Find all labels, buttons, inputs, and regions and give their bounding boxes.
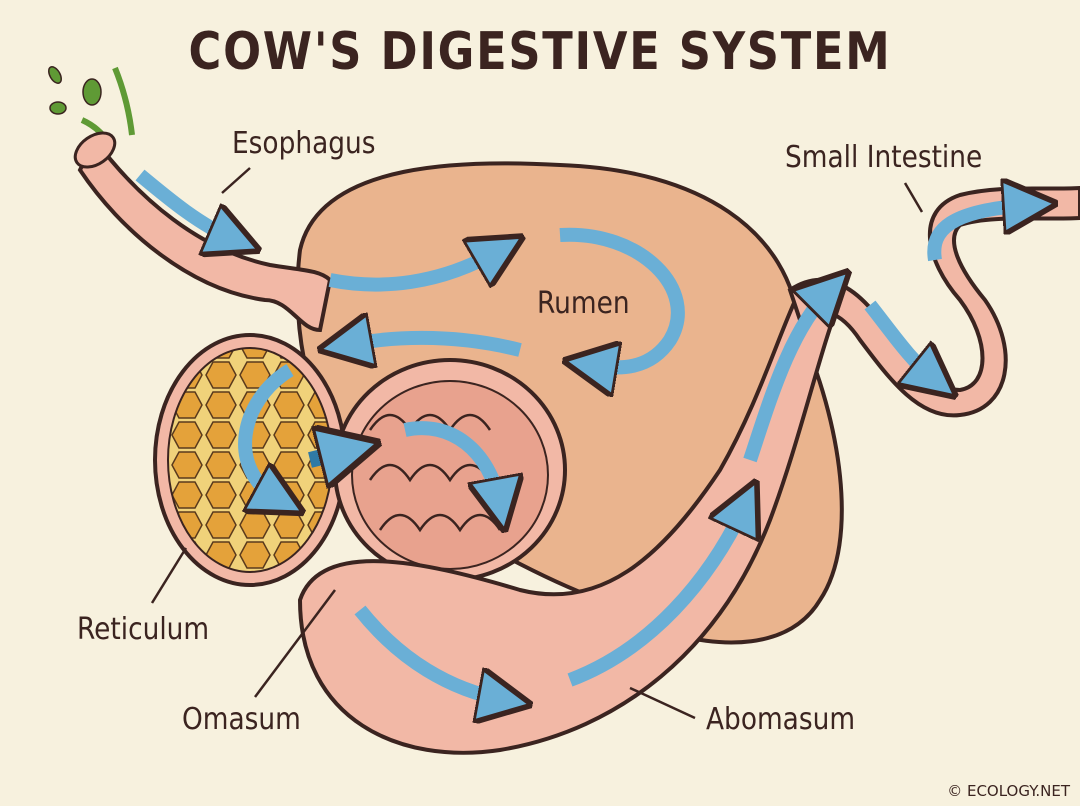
label-reticulum: Reticulum [77, 612, 210, 647]
label-small-intestine: Small Intestine [785, 140, 983, 175]
label-abomasum: Abomasum [706, 702, 856, 737]
diagram-title: COW'S DIGESTIVE SYSTEM [188, 22, 892, 82]
small-intestine [787, 185, 1080, 418]
omasum [333, 358, 567, 582]
leader-lines [150, 167, 924, 720]
omasum-entry-arrow [308, 450, 350, 460]
label-omasum: Omasum [182, 702, 301, 737]
label-esophagus: Esophagus [232, 126, 376, 161]
label-rumen: Rumen [537, 286, 630, 321]
flow-arrows [135, 169, 1030, 700]
food-particles [48, 66, 135, 147]
copyright-credit: © ECOLOGY.NET [947, 782, 1070, 800]
